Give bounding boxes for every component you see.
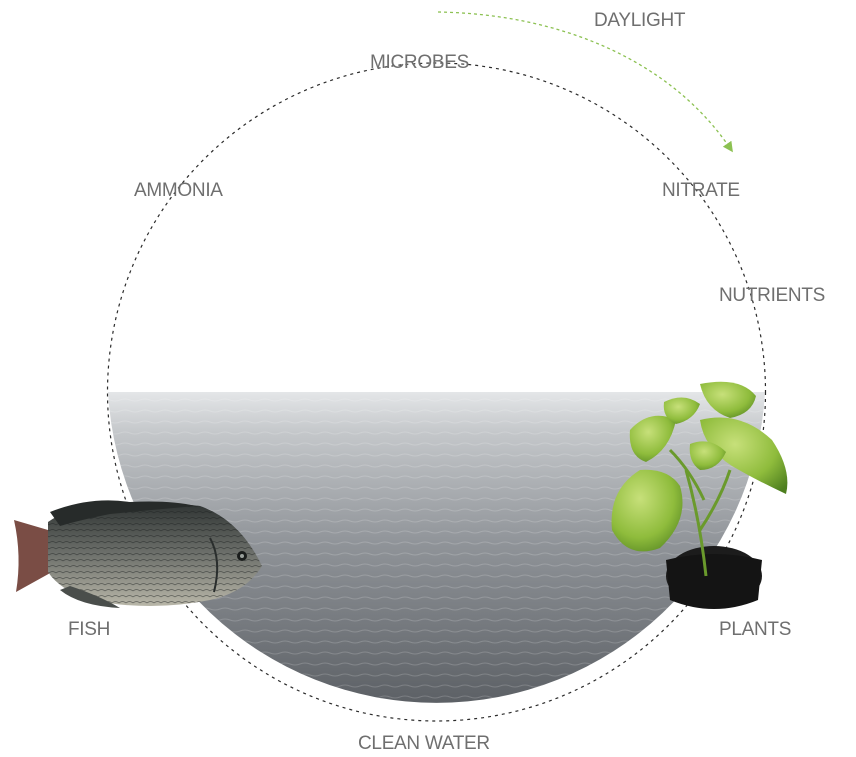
daylight-arrow: [438, 12, 730, 148]
label-nutrients: NUTRIENTS: [719, 286, 825, 305]
label-microbes: MICROBES: [370, 53, 469, 72]
water-ripple: [100, 707, 780, 709]
label-daylight: DAYLIGHT: [594, 11, 685, 30]
label-ammonia: AMMONIA: [134, 181, 223, 200]
label-fish: FISH: [68, 620, 110, 639]
water-ripple: [100, 718, 780, 720]
label-clean-water: CLEAN WATER: [358, 734, 490, 753]
label-nitrate: NITRATE: [662, 181, 740, 200]
label-plants: PLANTS: [719, 620, 791, 639]
